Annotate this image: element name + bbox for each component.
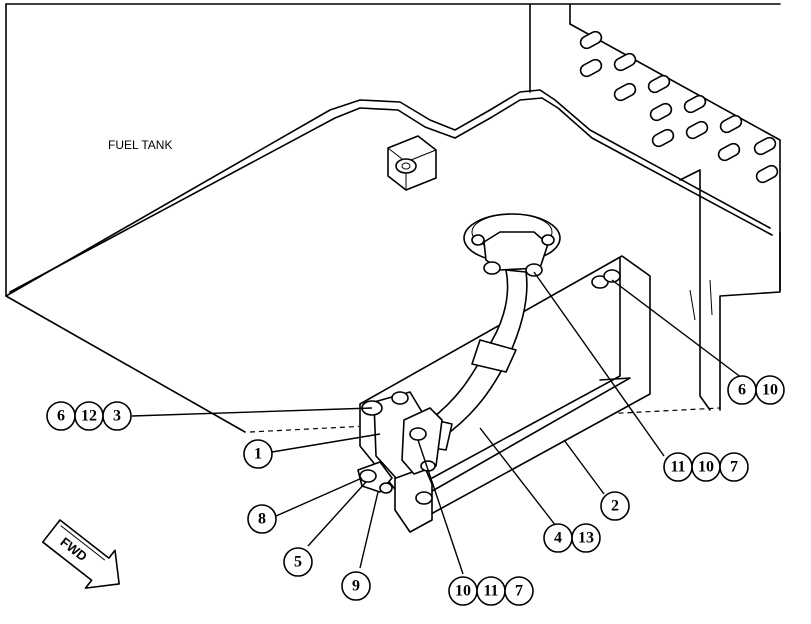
callout-number: 7 <box>730 459 738 476</box>
fuel-tank <box>5 3 781 433</box>
fwd-arrow: FWD <box>41 519 120 589</box>
callout-11-10-7: 11 10 7 <box>663 452 749 482</box>
hose-clamp <box>357 391 443 494</box>
fuel-tank-label: FUEL TANK <box>108 138 172 152</box>
callout-number: 10 <box>762 382 778 399</box>
callout-2: 2 <box>600 491 630 521</box>
leader-lines <box>131 271 743 575</box>
callout-number: 10 <box>698 459 714 476</box>
callout-number: 2 <box>611 498 619 515</box>
callout-number: 9 <box>352 578 360 595</box>
pickup-flange <box>463 213 561 277</box>
callout-number: 7 <box>515 583 523 600</box>
callout-number: 13 <box>578 530 594 547</box>
callout-number: 5 <box>294 554 302 571</box>
callout-5: 5 <box>283 547 313 577</box>
callout-number: 10 <box>455 583 471 600</box>
callout-number: 11 <box>670 459 685 476</box>
callout-number: 6 <box>738 382 746 399</box>
callout-8: 8 <box>247 504 277 534</box>
tank-slots <box>579 30 779 184</box>
callout-6-10: 6 10 <box>727 375 785 405</box>
callout-number: 4 <box>554 530 562 547</box>
callout-1: 1 <box>243 439 273 469</box>
callout-number: 11 <box>483 583 498 600</box>
callout-10-11-7: 10 11 7 <box>448 576 534 606</box>
callout-number: 8 <box>258 511 266 528</box>
drain-fitting <box>387 135 437 191</box>
callout-4-13: 4 13 <box>543 523 601 553</box>
callout-6-12-3: 6 12 3 <box>46 401 132 431</box>
callout-number: 1 <box>254 446 262 463</box>
callout-number: 6 <box>57 408 65 425</box>
callout-number: 12 <box>81 408 97 425</box>
callout-number: 3 <box>113 408 121 425</box>
callout-9: 9 <box>341 571 371 601</box>
